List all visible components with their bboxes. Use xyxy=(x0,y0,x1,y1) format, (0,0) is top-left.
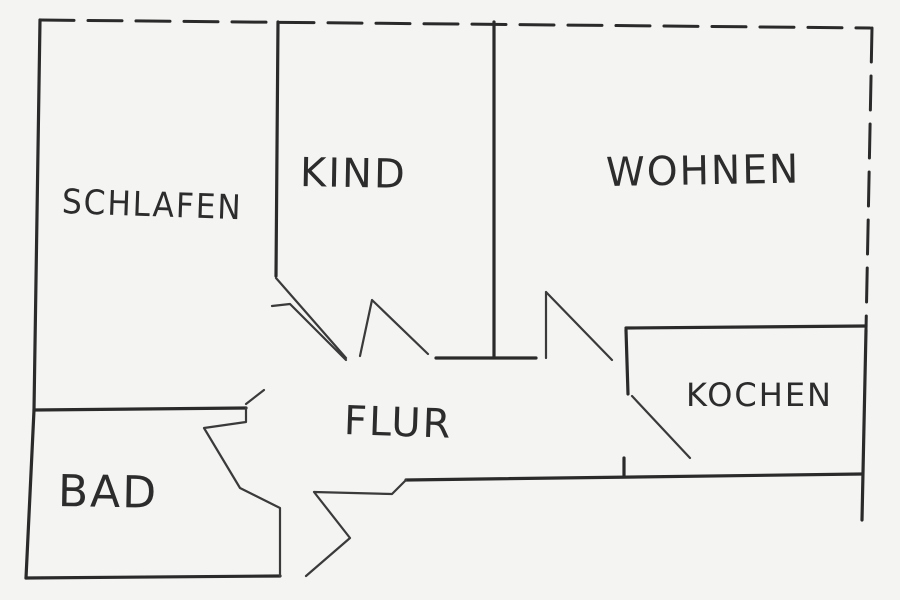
wall-schlafen-bad xyxy=(32,406,248,412)
outer-wall-bottom xyxy=(24,574,282,580)
door-kind xyxy=(270,276,430,362)
room-label-wohnen: WOHNEN xyxy=(605,146,801,196)
wall-schlafen-kind xyxy=(274,20,280,278)
door-bad-leaf xyxy=(244,388,266,406)
wall-kochen-left xyxy=(624,328,630,396)
room-label-kind: KIND xyxy=(299,150,408,198)
room-label-kochen: KOCHEN xyxy=(686,376,833,414)
outer-wall-right-lower xyxy=(860,328,868,522)
outer-wall-left xyxy=(24,18,42,580)
door-bad xyxy=(202,406,282,578)
outer-wall-right xyxy=(864,26,874,332)
room-label-schlafen: SCHLAFEN xyxy=(61,182,244,229)
flur-arrow xyxy=(304,478,408,578)
room-label-bad: BAD xyxy=(57,466,159,519)
room-label-flur: FLUR xyxy=(343,398,454,448)
door-kochen xyxy=(544,290,692,460)
wall-kochen-bottom xyxy=(404,472,864,482)
wall-kochen-top xyxy=(624,324,868,330)
outer-wall-top xyxy=(38,18,872,30)
